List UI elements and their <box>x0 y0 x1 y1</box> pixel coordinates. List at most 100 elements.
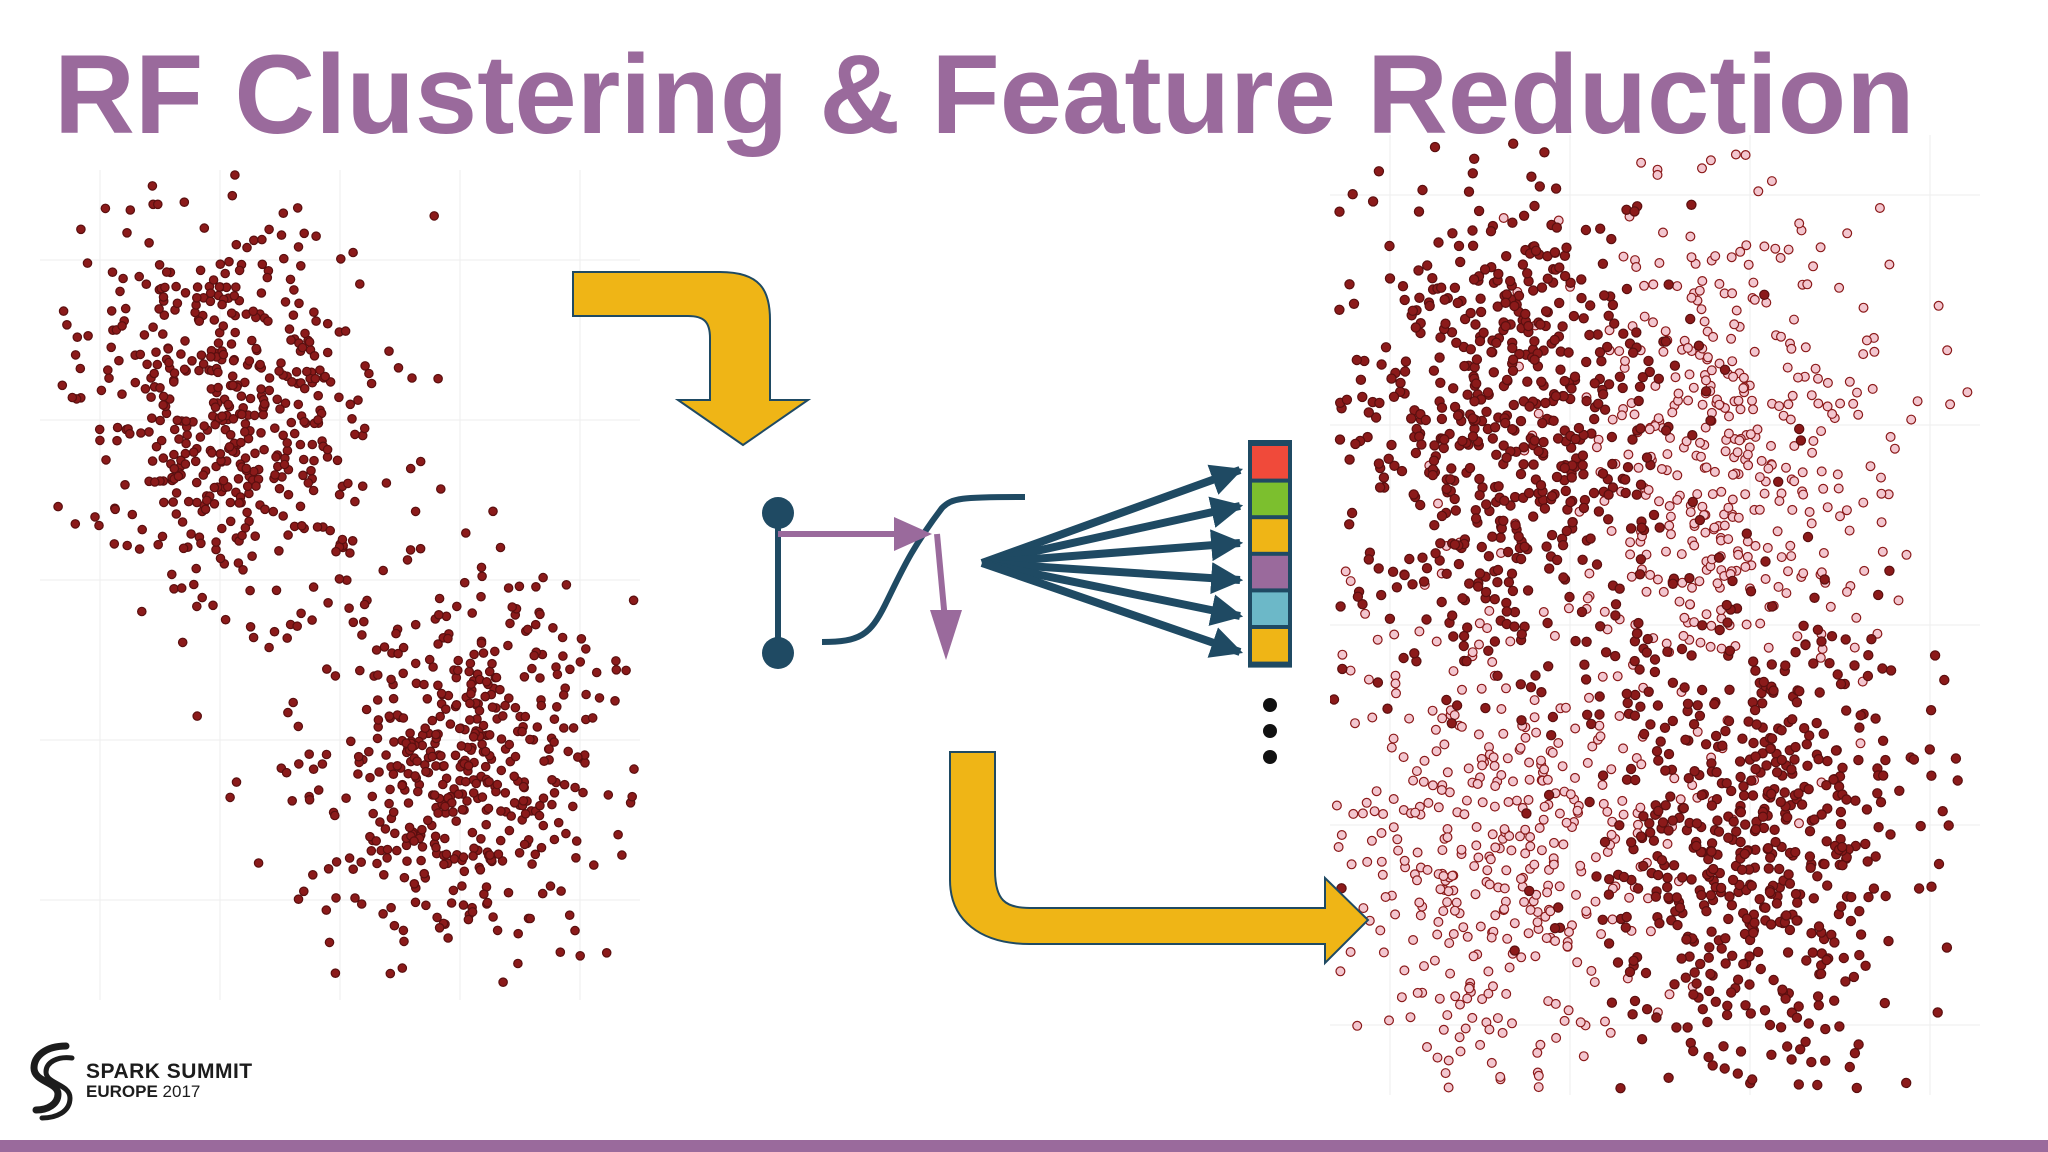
scatter-point <box>340 326 351 336</box>
scatter-point <box>242 507 252 518</box>
scatter-point <box>1589 413 1600 425</box>
scatter-point <box>1939 674 1950 686</box>
scatter-point <box>1840 976 1851 987</box>
scatter-point <box>1436 402 1448 413</box>
scatter-point <box>1807 447 1818 458</box>
scatter-point <box>407 742 417 752</box>
scatter-point <box>1822 377 1833 388</box>
scatter-point <box>183 496 194 507</box>
scatter-point <box>1597 770 1609 781</box>
scatter-point <box>1652 574 1663 585</box>
scatter-point <box>1816 466 1827 477</box>
scatter-point <box>321 749 332 760</box>
scatter-point <box>1621 911 1632 923</box>
scatter-point <box>1500 297 1511 308</box>
scatter-point <box>1462 993 1473 1004</box>
scatter-point <box>382 844 393 855</box>
scatter-point <box>90 512 100 522</box>
scatter-point <box>1581 395 1592 407</box>
scatter-point <box>94 424 105 435</box>
scatter-point <box>1819 858 1830 870</box>
scatter-point <box>1363 674 1374 685</box>
scatter-point <box>1710 251 1721 262</box>
scatter-point <box>1493 268 1504 280</box>
scatter-point <box>479 889 489 899</box>
scatter-point <box>161 267 172 277</box>
scatter-point <box>1507 585 1519 597</box>
scatter-point <box>1753 186 1764 197</box>
scatter-point <box>475 864 486 875</box>
scatter-point <box>1746 775 1757 786</box>
scatter-point <box>1475 306 1487 318</box>
scatter-point <box>1435 884 1446 895</box>
scatter-point <box>399 872 410 883</box>
scatter-point <box>1449 539 1461 550</box>
scatter-point <box>1813 921 1825 932</box>
scatter-point <box>1854 906 1865 917</box>
scatter-point <box>1771 898 1783 909</box>
scatter-point <box>364 368 374 379</box>
scatter-point <box>1804 826 1816 837</box>
scatter-point <box>1750 824 1761 835</box>
scatter-point <box>1634 381 1646 392</box>
scatter-point <box>1766 659 1777 670</box>
scatter-point <box>1413 206 1425 217</box>
scatter-point <box>1859 565 1870 576</box>
scatter-point <box>1714 278 1725 289</box>
scatter-point <box>1516 873 1527 884</box>
scatter-point <box>1804 507 1815 518</box>
scatter-point <box>1695 637 1706 648</box>
scatter-point <box>415 456 426 467</box>
scatter-point <box>1750 751 1761 762</box>
scatter-point <box>1877 735 1889 747</box>
scatter-point <box>1452 297 1464 309</box>
scatter-point <box>1442 832 1453 843</box>
scatter-point <box>1450 505 1462 516</box>
scatter-point <box>125 205 136 215</box>
scatter-point <box>1502 933 1513 944</box>
scatter-point <box>1336 829 1347 840</box>
scatter-point <box>591 667 602 678</box>
scatter-point <box>538 793 549 803</box>
scatter-point <box>458 852 469 862</box>
scatter-point <box>194 316 205 326</box>
scatter-point <box>285 274 296 285</box>
scatter-point <box>1676 549 1687 560</box>
scatter-point <box>439 859 449 870</box>
scatter-point <box>1674 902 1686 913</box>
scatter-point <box>1853 409 1864 420</box>
scatter-point <box>1621 688 1632 700</box>
scatter-point <box>1476 683 1487 694</box>
scatter-point <box>1738 383 1749 394</box>
scatter-point <box>372 670 383 680</box>
scatter-point <box>233 473 244 484</box>
scatter-point <box>1521 268 1533 279</box>
scatter-point <box>1481 406 1492 417</box>
scatter-point <box>1815 652 1826 663</box>
scatter-point <box>1513 531 1524 542</box>
scatter-point <box>1766 1049 1777 1061</box>
scatter-point <box>1631 628 1643 639</box>
scatter-point <box>1723 502 1734 513</box>
scatter-point <box>1384 273 1396 284</box>
scatter-point <box>519 671 530 682</box>
scatter-point <box>1504 962 1515 973</box>
scatter-point <box>1516 715 1527 726</box>
scatter-point <box>141 279 152 289</box>
scatter-point <box>1664 520 1675 531</box>
scatter-point <box>293 242 304 252</box>
scatter-point <box>1813 373 1824 384</box>
scatter-point <box>534 810 545 821</box>
scatter-point <box>451 601 462 612</box>
scatter-point <box>1534 822 1545 833</box>
scatter-point <box>279 253 289 264</box>
scatter-point <box>1842 228 1853 239</box>
scatter-point <box>350 893 360 903</box>
scatter-point <box>443 933 453 943</box>
scatter-point <box>1766 601 1778 612</box>
scatter-point <box>1687 582 1698 593</box>
scatter-point <box>264 224 274 235</box>
scatter-point <box>1777 984 1788 995</box>
scatter-point <box>497 711 508 721</box>
scatter-point <box>1366 835 1377 846</box>
